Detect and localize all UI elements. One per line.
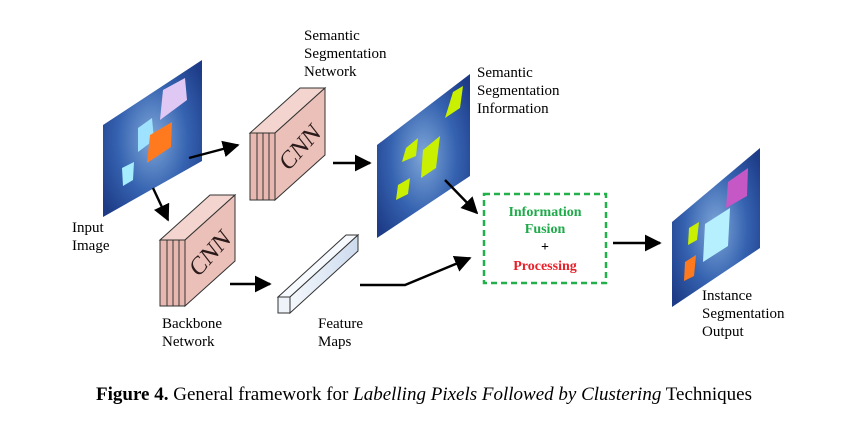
semantic-cnn-block: CNN: [248, 86, 327, 202]
caption-text-after: Techniques: [661, 384, 752, 405]
fusion-line1: Information: [508, 205, 581, 220]
backbone-network-label-line1: Backbone: [162, 316, 222, 332]
arrow-feature-maps-to-fusion: [360, 256, 472, 287]
figure-caption: Figure 4. General framework for Labellin…: [0, 384, 848, 406]
semantic-network-label-line3: Network: [304, 64, 357, 80]
semantic-info-label: Semantic Segmentation Information: [477, 65, 560, 117]
semantic-info-image: [377, 74, 470, 238]
instance-output-label-line2: Segmentation: [702, 306, 785, 322]
processing-label: Processing: [513, 259, 577, 274]
fusion-line2: Fusion: [525, 222, 566, 237]
semantic-network-label-line1: Semantic: [304, 28, 360, 44]
arrow-semantic-info-to-fusion: [444, 179, 479, 215]
instance-output-label: Instance Segmentation Output: [702, 288, 785, 340]
arrow-input-to-semantic-cnn: [188, 140, 240, 160]
fusion-box: Information Fusion + Processing: [482, 192, 608, 285]
backbone-cnn-block: CNN: [158, 193, 237, 308]
instance-output-image: [672, 148, 760, 307]
caption-text-before: General framework for: [168, 384, 354, 405]
semantic-network-label-line2: Segmentation: [304, 46, 387, 62]
fusion-plus: +: [541, 240, 549, 255]
semantic-network-label: Semantic Segmentation Network: [304, 28, 387, 80]
feature-maps-label-line1: Feature: [318, 316, 363, 332]
caption-italic-technique: Labelling Pixels Followed by Clustering: [353, 384, 662, 405]
arrow-input-to-backbone: [151, 187, 170, 222]
input-image-label-line1: Input: [72, 220, 104, 236]
input-image-label-line2: Image: [72, 238, 110, 254]
feature-maps-label: Feature Maps: [318, 316, 363, 350]
feature-maps-label-line2: Maps: [318, 334, 351, 350]
feature-maps-cuboid: [276, 233, 360, 315]
semantic-info-label-line3: Information: [477, 101, 549, 117]
semantic-info-label-line1: Semantic: [477, 65, 533, 81]
semantic-info-label-line2: Segmentation: [477, 83, 560, 99]
instance-output-label-line1: Instance: [702, 288, 752, 304]
backbone-network-label: Backbone Network: [162, 316, 222, 350]
input-image-label: Input Image: [72, 220, 110, 254]
figure-number: Figure 4.: [96, 384, 169, 405]
backbone-network-label-line2: Network: [162, 334, 215, 350]
input-image: [103, 60, 202, 217]
instance-output-label-line3: Output: [702, 324, 745, 340]
arrows: [151, 140, 662, 293]
